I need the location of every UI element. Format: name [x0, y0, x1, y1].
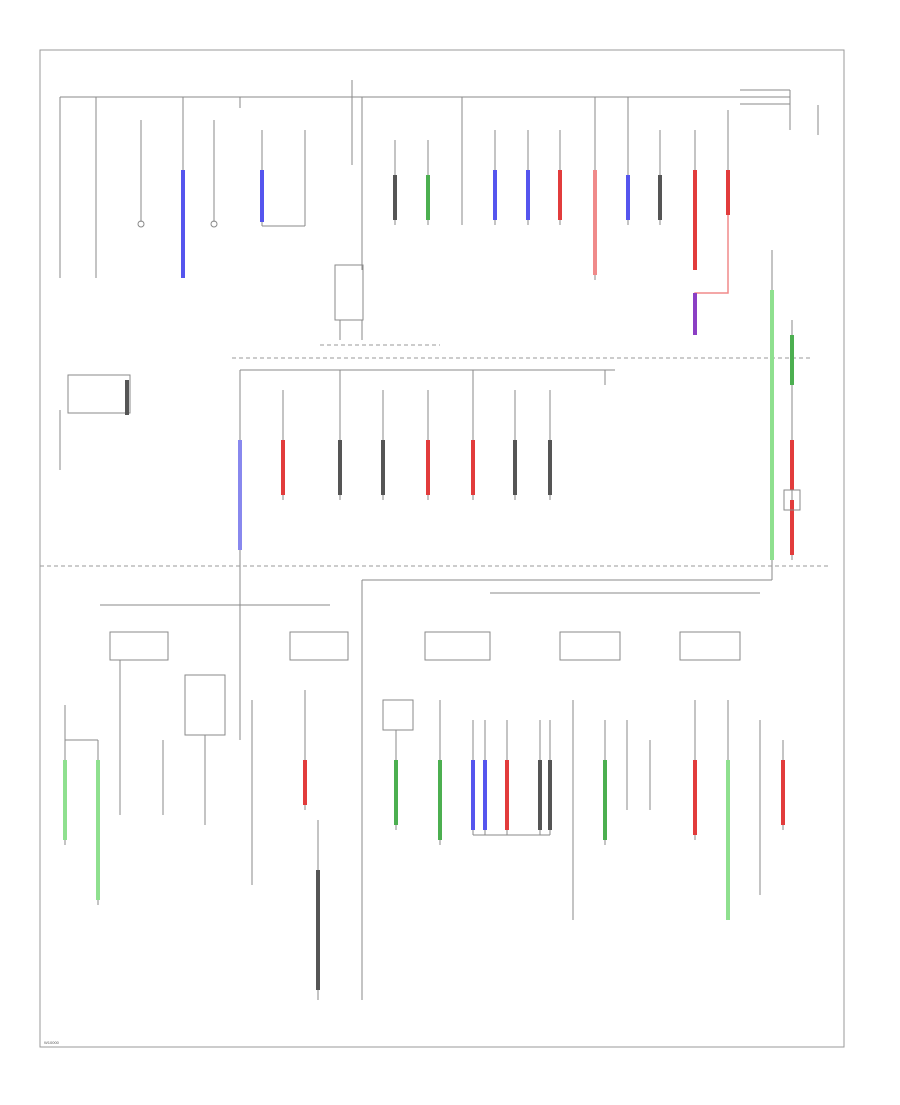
- blue-wire-segment: [238, 440, 242, 550]
- red-wire-segment: [726, 170, 730, 215]
- blue-wire-segment: [260, 170, 264, 222]
- blue-wire-segment: [526, 170, 530, 220]
- black-wire-segment: [125, 380, 129, 415]
- blue-wire-segment: [181, 170, 185, 278]
- red-wire-segment: [281, 440, 285, 495]
- red-wire-segment: [693, 170, 697, 270]
- red-wire-segment: [471, 440, 475, 495]
- green-wire-segment: [438, 760, 442, 840]
- diagram-frame: [39, 49, 845, 1048]
- light-green-wire-segment: [63, 760, 67, 840]
- red-wire-segment: [426, 440, 430, 495]
- red-wire-segment: [790, 500, 794, 555]
- black-wire-segment: [381, 440, 385, 495]
- footer-code: W10000: [44, 1040, 60, 1045]
- green-wire-segment: [426, 175, 430, 220]
- blue-wire-segment: [626, 175, 630, 220]
- red-wire-segment: [790, 440, 794, 490]
- green-wire-segment: [790, 335, 794, 385]
- black-wire-segment: [513, 440, 517, 495]
- black-wire-segment: [548, 440, 552, 495]
- black-wire-segment: [658, 175, 662, 220]
- lower-fuse-block: [63, 579, 785, 1000]
- red-wire-segment: [558, 170, 562, 220]
- red-wire-segment: [303, 760, 307, 805]
- green-wire-segment: [394, 760, 398, 825]
- black-wire-segment: [338, 440, 342, 495]
- black-wire-segment: [393, 175, 397, 220]
- black-wire-segment: [316, 870, 320, 990]
- purple-wire-segment: [693, 293, 697, 335]
- light-green-wire-segment: [96, 760, 100, 900]
- pink-wire-segment: [593, 170, 597, 275]
- upper-fuse-block: [59, 80, 819, 470]
- light-green-wire-segment: [770, 290, 774, 560]
- blue-wire-segment: [493, 170, 497, 220]
- middle-fuse-block: [238, 250, 801, 740]
